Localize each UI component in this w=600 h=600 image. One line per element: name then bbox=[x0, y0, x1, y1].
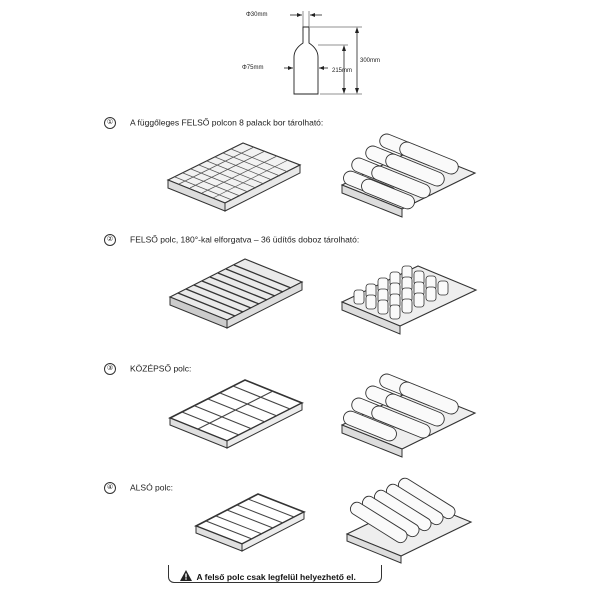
neck-diameter-label: Φ30mm bbox=[246, 12, 268, 18]
total-height-label: 300mm bbox=[360, 58, 381, 64]
section-1-number: ① bbox=[104, 117, 116, 129]
body-height-label: 215mm bbox=[332, 68, 353, 74]
bottle-drawing bbox=[284, 11, 362, 95]
rotated-top-shelf-cans-drawing bbox=[340, 265, 478, 335]
body-diameter-label: Φ75mm bbox=[242, 65, 264, 71]
warning-note: A felső polc csak legfelül helyezhető el… bbox=[180, 567, 356, 585]
warning-box bbox=[168, 565, 382, 583]
bottle-dimension-diagram: Φ30mm Φ75mm 300mm 215mm bbox=[242, 5, 381, 100]
bottom-shelf-wine-bottles-drawing bbox=[345, 477, 473, 564]
rotated-top-shelf-drawing bbox=[168, 258, 304, 329]
section-4-number: ④ bbox=[104, 482, 116, 494]
top-shelf-grid-drawing bbox=[166, 142, 302, 212]
warning-triangle-icon bbox=[180, 570, 192, 582]
section-3-number: ③ bbox=[104, 363, 116, 375]
section-2-number: ② bbox=[104, 234, 116, 246]
middle-shelf-drawing bbox=[168, 379, 304, 449]
warning-text: A felső polc csak legfelül helyezhető el… bbox=[196, 572, 356, 582]
top-shelf-wine-bottles-drawing bbox=[340, 133, 477, 218]
middle-shelf-wine-bottles-drawing bbox=[340, 373, 477, 458]
bottom-shelf-drawing bbox=[194, 493, 306, 552]
